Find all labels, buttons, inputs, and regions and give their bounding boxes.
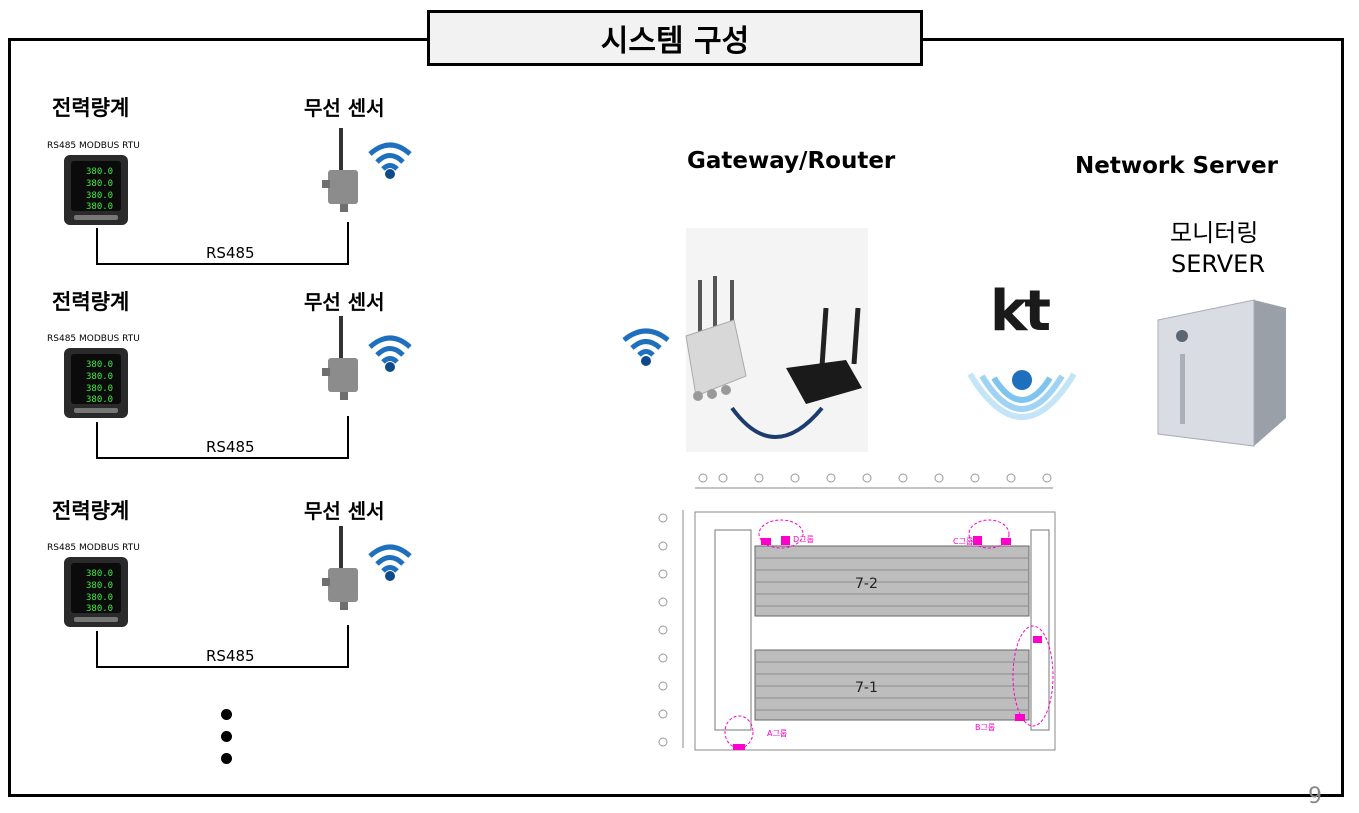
- rs485-label: RS485: [206, 647, 255, 665]
- rs485-wire-left: [96, 228, 98, 265]
- meter-label: 전력량계: [52, 499, 130, 523]
- server-label-line1: 모니터링: [1170, 219, 1259, 247]
- svg-text:380.0: 380.0: [86, 384, 113, 394]
- hall-label: 7-2: [855, 576, 878, 592]
- server-label-line2: SERVER: [1171, 250, 1266, 278]
- ellipsis-dot: [221, 709, 232, 720]
- rs485-wire-right: [347, 625, 349, 668]
- wireless-broadcast-icon: [967, 370, 1077, 420]
- power-meter-icon: 380.0 380.0 380.0 380.0: [64, 155, 128, 225]
- hall-label: 7-1: [855, 680, 878, 696]
- wireless-sensor-icon: [322, 316, 358, 400]
- wireless-sensor-icon: [322, 128, 358, 212]
- rs485-wire: [96, 457, 349, 459]
- gateway-title: Gateway/Router: [687, 148, 896, 174]
- sensor-label: 무선 센서: [304, 499, 385, 523]
- gateway-router-icon: [685, 228, 868, 452]
- protocol-label: RS485 MODBUS RTU: [47, 141, 140, 151]
- wireless-sensor-icon: [322, 526, 358, 610]
- wifi-signal-icon: [368, 335, 412, 372]
- page-number: 9: [1308, 784, 1322, 809]
- svg-text:380.0: 380.0: [86, 395, 113, 405]
- rs485-wire-left: [96, 631, 98, 668]
- ellipsis-dot: [221, 753, 232, 764]
- slide-title: 시스템 구성: [427, 10, 923, 66]
- sensor-label: 무선 센서: [304, 290, 385, 314]
- group-label: D그룹: [793, 535, 814, 544]
- floor-plan: 7-2 7-1 A그룹 B그룹 C그룹 D그룹: [655, 470, 1057, 754]
- svg-text:380.0: 380.0: [86, 167, 113, 177]
- protocol-label: RS485 MODBUS RTU: [47, 334, 140, 344]
- rs485-label: RS485: [206, 438, 255, 456]
- protocol-label: RS485 MODBUS RTU: [47, 543, 140, 553]
- svg-text:380.0: 380.0: [86, 179, 113, 189]
- wifi-signal-icon: [368, 142, 412, 179]
- rs485-label: RS485: [206, 244, 255, 262]
- rs485-wire-right: [347, 416, 349, 459]
- server-tower-icon: [1157, 299, 1286, 447]
- svg-text:380.0: 380.0: [86, 360, 113, 370]
- power-meter-icon: 380.0 380.0 380.0 380.0: [64, 557, 128, 627]
- wifi-signal-icon: [368, 544, 412, 581]
- rs485-wire: [96, 666, 349, 668]
- group-label: A그룹: [767, 729, 787, 738]
- group-label: B그룹: [975, 723, 995, 732]
- meter-label: 전력량계: [52, 290, 130, 314]
- svg-text:380.0: 380.0: [86, 569, 113, 579]
- svg-text:380.0: 380.0: [86, 593, 113, 603]
- svg-text:380.0: 380.0: [86, 202, 113, 212]
- sensor-label: 무선 센서: [304, 96, 385, 120]
- group-label: C그룹: [953, 537, 973, 546]
- network-server-title: Network Server: [1075, 153, 1278, 179]
- svg-text:380.0: 380.0: [86, 604, 113, 614]
- wifi-signal-icon: [622, 328, 670, 366]
- rs485-wire-right: [347, 222, 349, 265]
- meter-label: 전력량계: [52, 96, 130, 120]
- rs485-wire-left: [96, 422, 98, 459]
- ellipsis-dot: [221, 731, 232, 742]
- rs485-wire: [96, 263, 349, 265]
- svg-text:380.0: 380.0: [86, 191, 113, 201]
- svg-text:380.0: 380.0: [86, 581, 113, 591]
- power-meter-icon: 380.0 380.0 380.0 380.0: [64, 348, 128, 418]
- kt-logo: kt: [990, 279, 1051, 344]
- svg-text:380.0: 380.0: [86, 372, 113, 382]
